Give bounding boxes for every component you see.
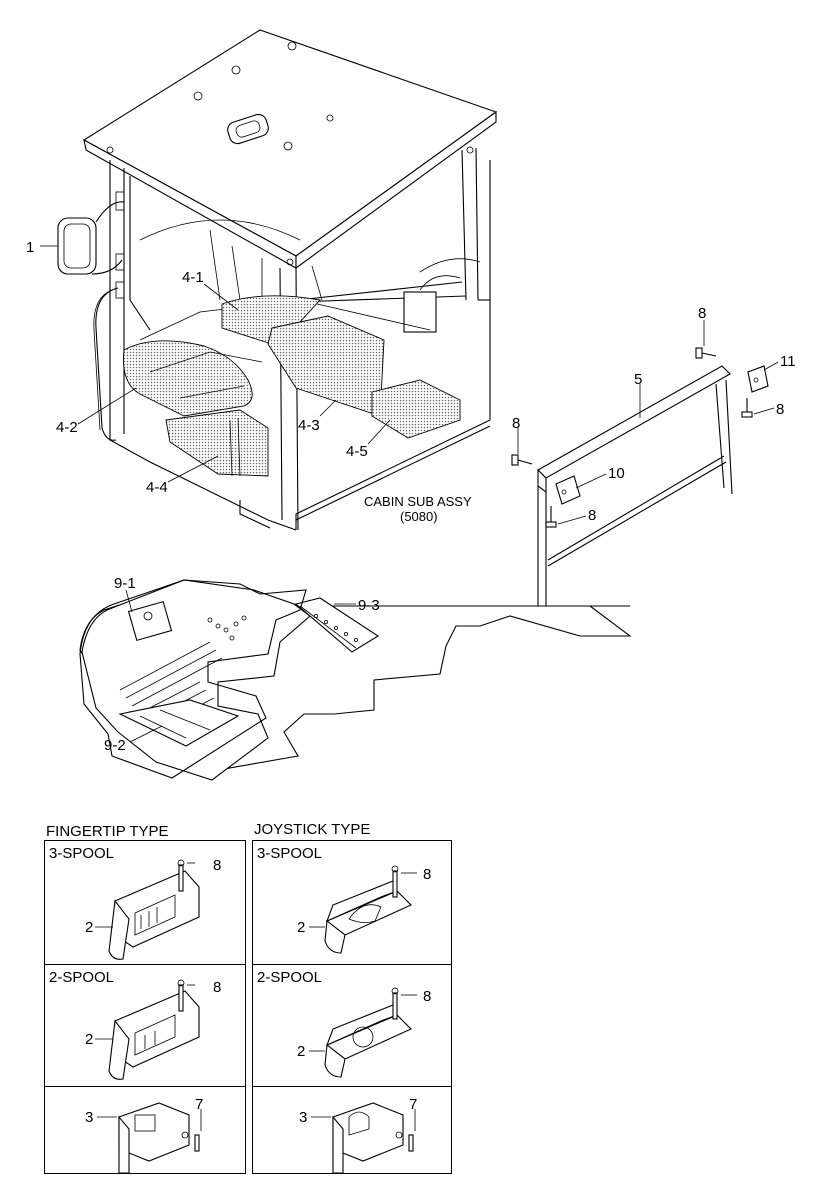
callout-2: 2 xyxy=(297,1043,305,1060)
callout-7: 7 xyxy=(195,1096,203,1113)
console-cover-drawing: 2 8 xyxy=(297,865,431,954)
mat-4-4 xyxy=(165,409,269,477)
callout-10: 10 xyxy=(608,465,625,482)
panel-title: 2-SPOOL xyxy=(257,969,323,986)
console-cover-drawing: 2 8 xyxy=(85,857,221,960)
callout-8-mid: 8 xyxy=(588,507,596,524)
mirror xyxy=(57,191,125,299)
panel-fingertip-3-spool: 3-SPOOL 2 8 xyxy=(44,840,246,966)
callout-2: 2 xyxy=(297,919,305,936)
callout-4-2: 4-2 xyxy=(56,419,78,436)
frame-part-5 xyxy=(511,347,769,606)
callout-7: 7 xyxy=(409,1096,417,1113)
panel-title: 2-SPOOL xyxy=(49,969,115,986)
callout-2: 2 xyxy=(85,1031,93,1048)
cabin-callouts: 1 4-1 4-2 4-3 4-5 4-4 CABIN SUB ASSY (50… xyxy=(26,239,472,524)
cabin-caption: CABIN SUB ASSY xyxy=(364,494,472,509)
mat-4-3 xyxy=(267,315,385,417)
callout-5: 5 xyxy=(634,371,642,388)
callout-8: 8 xyxy=(213,857,221,874)
console-cover-drawing: 2 8 xyxy=(297,987,431,1078)
callout-9-1: 9-1 xyxy=(114,575,136,592)
mat-4-1 xyxy=(221,295,321,347)
callout-8-left: 8 xyxy=(512,415,520,432)
panel-fingertip-2-spool: 2-SPOOL 2 8 xyxy=(44,964,246,1088)
bolt-8-top xyxy=(695,347,717,359)
callout-8-right: 8 xyxy=(776,401,784,418)
callout-11: 11 xyxy=(780,353,796,370)
side-cable xyxy=(95,287,119,441)
frame-callouts: 8 5 11 8 8 10 8 xyxy=(512,305,796,525)
callout-3: 3 xyxy=(299,1109,307,1126)
bolt-8-left xyxy=(511,454,533,466)
joystick-type-heading: JOYSTICK TYPE xyxy=(254,821,371,838)
panel-title: 3-SPOOL xyxy=(257,845,323,862)
callout-9-2: 9-2 xyxy=(104,737,126,754)
bolt-8-right xyxy=(741,398,753,418)
floor-mat-9 xyxy=(79,579,632,781)
floor-mat-callouts: 9-1 9-3 9-2 xyxy=(104,575,380,754)
callout-9-3: 9-3 xyxy=(358,597,380,614)
bracket-drawing: 3 7 xyxy=(85,1096,203,1173)
panel-joystick-3-spool: 3-SPOOL 2 8 xyxy=(252,840,452,966)
cabin-caption-code: (5080) xyxy=(400,509,438,524)
fingertip-type-heading: FINGERTIP TYPE xyxy=(46,823,169,840)
callout-8: 8 xyxy=(213,979,221,996)
callout-2: 2 xyxy=(85,919,93,936)
bolt-8-mid xyxy=(545,506,557,528)
callout-8: 8 xyxy=(423,866,431,883)
callout-4-3: 4-3 xyxy=(298,417,320,434)
cabin-frame xyxy=(109,147,491,531)
panel-title: 3-SPOOL xyxy=(49,845,115,862)
callout-4-4: 4-4 xyxy=(146,479,168,496)
callout-3: 3 xyxy=(85,1109,93,1126)
callout-8-top: 8 xyxy=(698,305,706,322)
cabin-roof xyxy=(82,29,498,270)
bracket-drawing: 3 7 xyxy=(299,1096,417,1173)
callout-4-5: 4-5 xyxy=(346,443,368,460)
callout-4-1: 4-1 xyxy=(182,269,204,286)
callout-1: 1 xyxy=(26,239,34,256)
panel-joystick-2-spool: 2-SPOOL 2 8 xyxy=(252,964,452,1088)
mat-4-2 xyxy=(122,340,253,417)
callout-8: 8 xyxy=(423,988,431,1005)
mat-4-5 xyxy=(371,379,461,439)
panel-joystick-bracket: 3 7 xyxy=(252,1086,452,1174)
floor-mats xyxy=(122,295,461,477)
console-cover-drawing: 2 8 xyxy=(85,979,221,1080)
cabin-assembly-drawing: 1 4-1 4-2 4-3 4-5 4-4 CABIN SUB ASSY (50… xyxy=(26,29,796,781)
panel-fingertip-bracket: 3 7 xyxy=(44,1086,246,1174)
